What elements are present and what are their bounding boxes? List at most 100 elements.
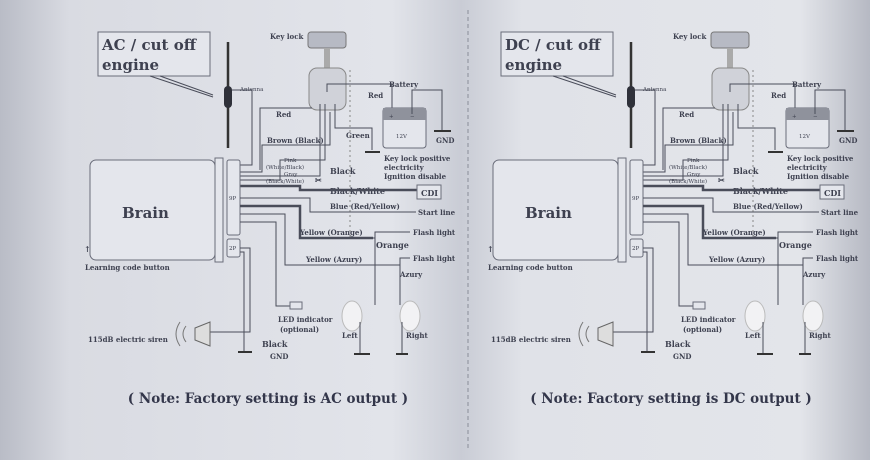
red-wire-battery bbox=[729, 83, 796, 114]
sound-waves-icon bbox=[578, 321, 590, 347]
battery-label: Battery bbox=[389, 80, 419, 89]
wire-label-pink: Pink bbox=[687, 158, 700, 164]
green-wire bbox=[737, 104, 776, 150]
wire-label-azury: Azury bbox=[399, 270, 423, 279]
connector-9p-label: 9P bbox=[632, 196, 639, 202]
scissors-icon: ✂ bbox=[718, 175, 725, 185]
key-lock-label: Key lock bbox=[270, 32, 303, 41]
connector-2p-label: 2P bbox=[229, 246, 236, 252]
battery-plus: + bbox=[792, 114, 797, 120]
cdi-box bbox=[416, 184, 442, 200]
red-wire-ignition bbox=[662, 107, 715, 170]
wire-label-azury: Azury bbox=[802, 270, 826, 279]
flash-light-label-2: Flash light bbox=[413, 254, 456, 263]
wire-label-blue: Blue (Red/Yellow) bbox=[733, 202, 803, 211]
led-indicator-label: LED indicator bbox=[278, 315, 333, 324]
battery-voltage: 12V bbox=[396, 134, 408, 140]
wire-label-green: Green bbox=[346, 131, 370, 140]
connector-9p-label: 9P bbox=[229, 196, 236, 202]
brain-label: Brain bbox=[525, 204, 572, 222]
yellow-orange-wire bbox=[643, 204, 776, 240]
wire-label-black-ground: Black bbox=[665, 339, 691, 349]
battery-terminals bbox=[383, 108, 426, 120]
orange-wire bbox=[776, 231, 813, 305]
scissors-icon: ✂ bbox=[315, 175, 322, 185]
yellow-azury-wire bbox=[240, 213, 410, 305]
wire-label-yellow-azury: Yellow (Azury) bbox=[708, 255, 765, 264]
flash-light-label-1: Flash light bbox=[413, 228, 456, 237]
siren-label: 115dB electric siren bbox=[491, 335, 571, 344]
gnd-label-2: GND bbox=[270, 352, 288, 361]
ground-wire bbox=[240, 251, 245, 352]
yellow-azury-wire bbox=[643, 213, 813, 305]
key-icon bbox=[307, 31, 347, 49]
pink-wire bbox=[643, 104, 729, 181]
ignition-disable-label: Ignition disable bbox=[787, 172, 850, 181]
learning-code-button-label: Learning code button bbox=[85, 263, 170, 272]
key-lock-label: Key lock bbox=[673, 32, 706, 41]
right-lamp-label: Right bbox=[406, 331, 428, 340]
battery-minus: − bbox=[410, 114, 415, 120]
wire-label-gray-alt: (Black/White) bbox=[266, 178, 304, 185]
wire-label-brown: Brown (Black) bbox=[267, 136, 324, 145]
key-icon bbox=[710, 31, 750, 49]
wire-label-black: Black bbox=[733, 166, 759, 176]
title-line2: engine bbox=[505, 56, 562, 74]
cdi-box bbox=[819, 184, 845, 200]
ignition-disable-label: Ignition disable bbox=[384, 172, 447, 181]
wire-label-yellow-orange: Yellow (Orange) bbox=[299, 228, 363, 237]
brown-wire bbox=[643, 112, 734, 173]
title-callout-box bbox=[500, 31, 614, 77]
wire-label-black-ground: Black bbox=[262, 339, 288, 349]
title-callout-box bbox=[97, 31, 211, 77]
red-wire-ignition bbox=[259, 107, 312, 170]
brown-wire bbox=[240, 112, 331, 173]
wire-label-yellow-orange: Yellow (Orange) bbox=[702, 228, 766, 237]
led-indicator-label: LED indicator bbox=[681, 315, 736, 324]
brain-label: Brain bbox=[122, 204, 169, 222]
siren-icon bbox=[194, 321, 211, 347]
key-stem bbox=[324, 48, 330, 70]
battery-terminals bbox=[786, 108, 829, 120]
electricity-label: electricity bbox=[787, 163, 828, 172]
wire bbox=[411, 89, 443, 130]
led-optional-label: (optional) bbox=[280, 325, 319, 334]
start-line-label: Start line bbox=[418, 208, 456, 217]
left-lamp-label: Left bbox=[342, 331, 358, 340]
antenna-coil bbox=[627, 86, 635, 108]
wire-label-gray-alt: (Black/White) bbox=[669, 178, 707, 185]
ground-wire bbox=[643, 251, 648, 352]
led-wire bbox=[643, 221, 693, 307]
wire-label-red: Red bbox=[276, 110, 291, 119]
wire-label-gray: Gray bbox=[284, 172, 298, 178]
right-lamp-label: Right bbox=[809, 331, 831, 340]
orange-wire bbox=[373, 231, 410, 305]
electricity-label: electricity bbox=[384, 163, 425, 172]
keylock-positive-label: Key lock positive bbox=[787, 154, 854, 163]
blue-wire bbox=[643, 197, 819, 213]
title-line2: engine bbox=[102, 56, 159, 74]
wire-label-yellow-azury: Yellow (Azury) bbox=[305, 255, 362, 264]
wire-label-blue: Blue (Red/Yellow) bbox=[330, 202, 400, 211]
factory-setting-note: ( Note: Factory setting is DC output ) bbox=[530, 391, 812, 407]
sound-waves-icon bbox=[175, 321, 187, 347]
wire bbox=[635, 89, 656, 166]
black-white-wire bbox=[643, 184, 821, 192]
wire-label-orange: Orange bbox=[779, 240, 812, 250]
keylock-positive-label: Key lock positive bbox=[384, 154, 451, 163]
black-wire bbox=[240, 104, 321, 177]
key-stem bbox=[727, 48, 733, 70]
gnd-label: GND bbox=[436, 136, 454, 145]
green-wire bbox=[334, 104, 373, 150]
yellow-orange-wire bbox=[240, 204, 373, 240]
learning-code-button-label: Learning code button bbox=[488, 263, 573, 272]
factory-setting-note: ( Note: Factory setting is AC output ) bbox=[128, 391, 408, 407]
flash-light-label-2: Flash light bbox=[816, 254, 859, 263]
title-line1: AC / cut off bbox=[101, 36, 198, 54]
wire-label-pink-alt: (White/Black) bbox=[669, 164, 707, 171]
right-flash-lamp-icon bbox=[802, 300, 824, 332]
battery-label: Battery bbox=[792, 80, 822, 89]
